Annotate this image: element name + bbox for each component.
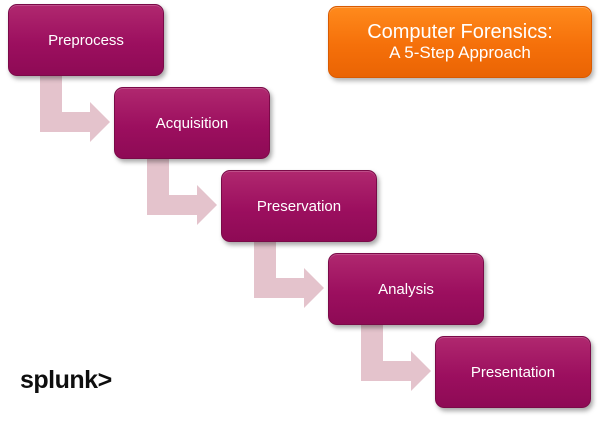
step-label: Acquisition xyxy=(155,114,229,132)
splunk-logo: splunk> xyxy=(20,366,112,394)
title-line-2: A 5-Step Approach xyxy=(389,43,531,62)
step-label: Preservation xyxy=(256,197,342,215)
step-preservation: Preservation xyxy=(221,170,377,242)
step-label: Analysis xyxy=(378,280,434,298)
step-label: Preprocess xyxy=(48,31,124,49)
connector-arrow-1-2 xyxy=(40,76,110,142)
step-preprocess: Preprocess xyxy=(8,4,164,76)
diagram-title: Computer Forensics: A 5-Step Approach xyxy=(328,6,592,78)
connector-arrow-4-5 xyxy=(361,325,431,391)
step-analysis: Analysis xyxy=(328,253,484,325)
step-presentation: Presentation xyxy=(435,336,591,408)
step-acquisition: Acquisition xyxy=(114,87,270,159)
connector-arrow-2-3 xyxy=(147,159,217,225)
title-line-1: Computer Forensics: xyxy=(367,21,553,43)
connector-arrow-3-4 xyxy=(254,242,324,308)
step-label: Presentation xyxy=(470,363,556,381)
